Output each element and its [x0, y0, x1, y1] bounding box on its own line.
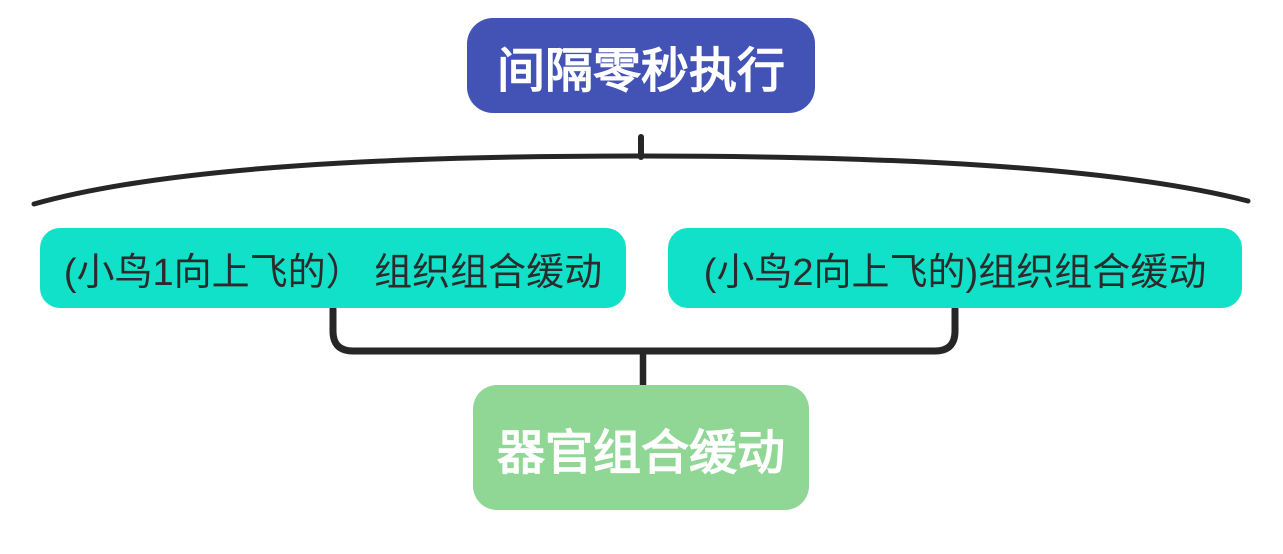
node-interval-zero-exec-label: 间隔零秒执行 — [496, 44, 785, 98]
node-bird1-tween[interactable]: (小鸟1向上飞的） 组织组合缓动 — [40, 228, 626, 308]
children-brace-curve — [31, 153, 1251, 207]
node-organ-combo-tween[interactable]: 器官组合缓动 — [473, 385, 809, 510]
node-interval-zero-exec[interactable]: 间隔零秒执行 — [467, 18, 815, 113]
node-bird2-tween-label: (小鸟2向上飞的)组织组合缓动 — [703, 251, 1207, 294]
node-bird2-tween[interactable]: (小鸟2向上飞的)组织组合缓动 — [668, 228, 1242, 308]
children-join-bracket — [329, 305, 959, 355]
node-organ-combo-tween-label: 器官组合缓动 — [496, 426, 785, 480]
node-bird1-tween-label: (小鸟1向上飞的） 组织组合缓动 — [63, 251, 603, 294]
